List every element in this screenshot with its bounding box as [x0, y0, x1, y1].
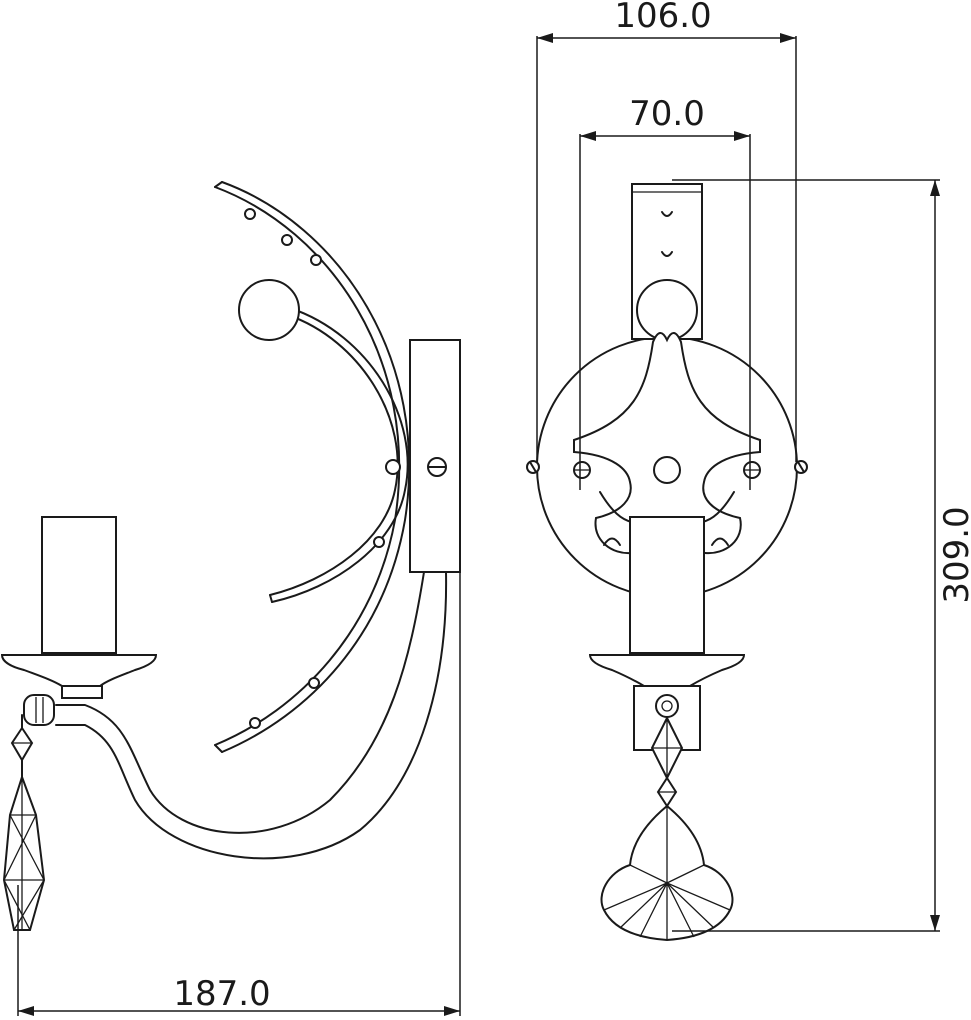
front-crystal-chain: [600, 694, 734, 942]
candle-sleeve: [41, 516, 117, 654]
front-view: [526, 183, 808, 942]
side-screw-right-icon: [794, 460, 808, 474]
center-bolt: [653, 456, 681, 484]
overall-width-label: 106.0: [614, 0, 711, 36]
front-decorative-ball: [636, 279, 698, 341]
mount-hole-right-icon: [743, 461, 761, 479]
front-candle-sleeve: [629, 516, 705, 654]
side-view: [0, 181, 461, 931]
projection-label: 187.0: [173, 974, 270, 1014]
dim-mount-spacing: 70.0: [579, 94, 751, 490]
dim-overall-width: 106.0: [536, 0, 797, 462]
mounting-screw-icon: [427, 457, 447, 477]
curved-arm: [55, 571, 448, 860]
side-crystal: [2, 694, 55, 931]
mount-hole-left-icon: [573, 461, 591, 479]
decorative-ball: [238, 279, 300, 341]
mount-spacing-label: 70.0: [629, 94, 705, 134]
wall-plate: [409, 339, 461, 573]
candle-holder: [0, 516, 158, 699]
decorative-arcs: [214, 181, 411, 753]
dim-projection: 187.0: [17, 572, 461, 1016]
side-screw-left-icon: [526, 460, 540, 474]
front-drip-tray: [588, 654, 746, 687]
ornamental-bracket: [573, 332, 761, 555]
overall-height-label: 309.0: [937, 506, 971, 603]
dim-overall-height: 309.0: [672, 179, 971, 932]
drip-tray: [0, 654, 158, 687]
